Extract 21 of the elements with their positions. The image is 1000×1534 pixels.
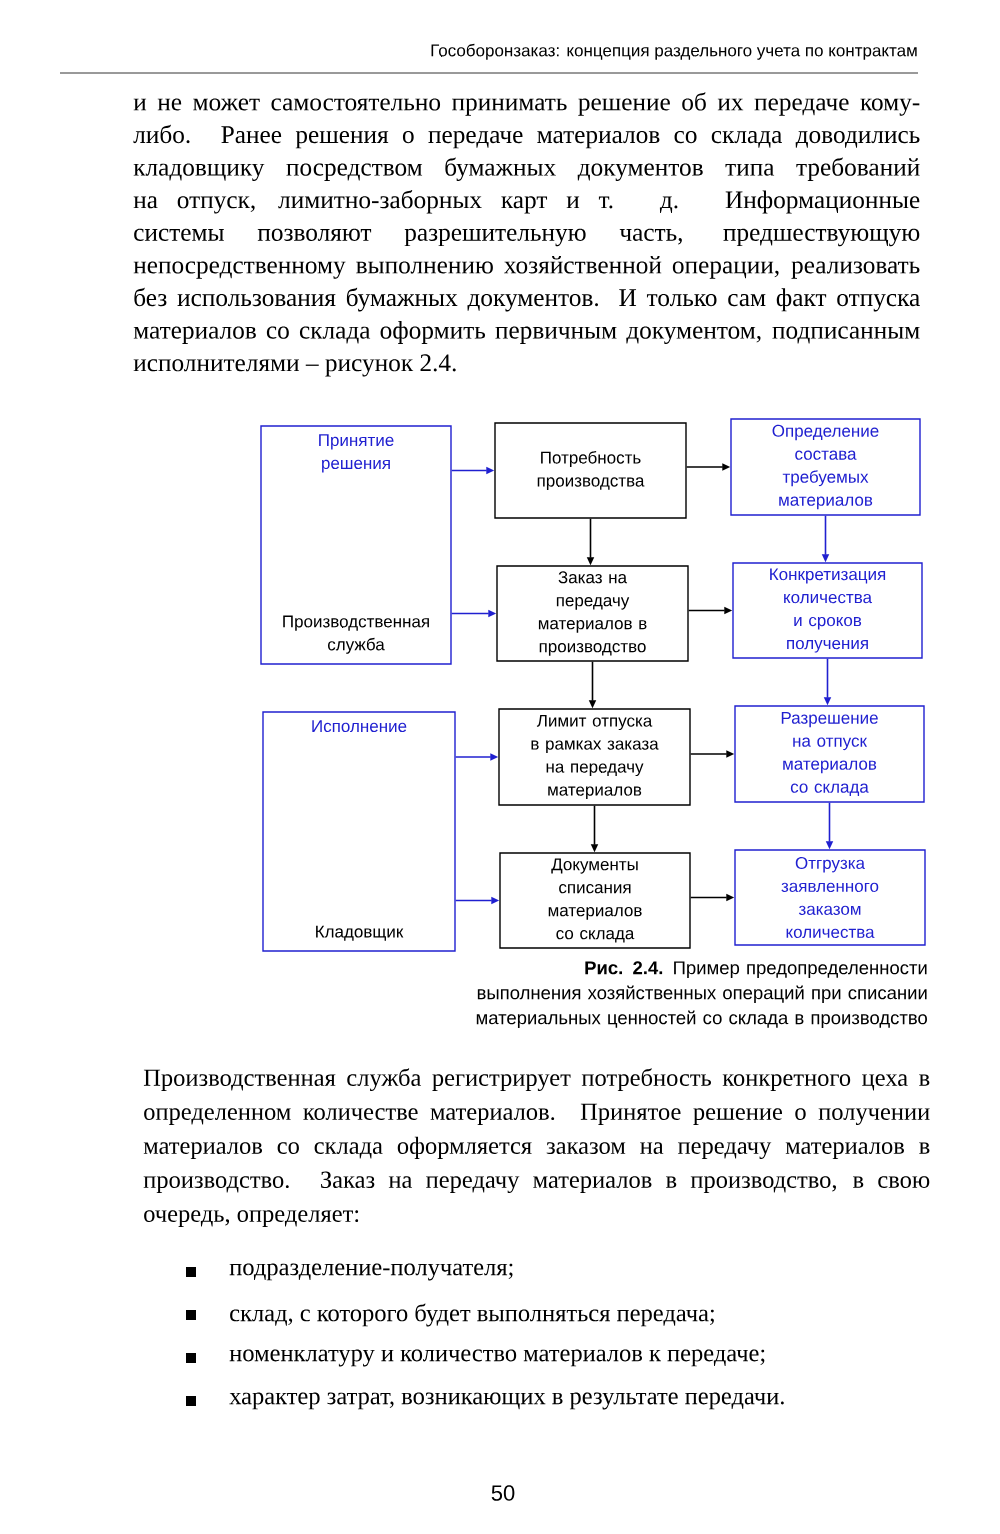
paragraph: Производственная служба регистрирует потребность конкретного цеха в определенном количестве материалов. Принятое решение о получении материалов со склада оформляется заказом на передачу материалов в производство. Заказ на передачу материалов в производство, в свою очередь, определяет:	[143, 1068, 930, 1227]
list-item: подразделение-получателя;	[229, 1263, 513, 1281]
list-item: характер затрат, возникающих в результате передачи.	[229, 1392, 784, 1410]
list-item: номенклатуру и количество материалов к передаче;	[229, 1349, 765, 1367]
list-item: склад, с которого будет выполняться передача;	[230, 1303, 714, 1327]
process-box: Отгрузка заявленного заказом количества	[734, 849, 926, 946]
process-box: Потребность производства	[494, 422, 687, 519]
lane-heading: Исполнение	[312, 720, 407, 733]
process-box: Конкретизация количества и сроков получения	[732, 562, 923, 659]
running-header: Гособоронзаказ: концепция раздельного учета по контрактам	[431, 43, 917, 60]
lane-label: Кладовщик	[316, 925, 404, 941]
figure-caption: Рис. 2.4. Пример предопределенности выполнения хозяйственных операций при списании материальных ценностей со склада в производство	[476, 961, 927, 1028]
process-box: Лимит отпуска в рамках заказа на передачу материалов	[498, 708, 691, 806]
lane-label: Производственная служба	[283, 615, 429, 654]
process-box: Разрешение на отпуск материалов со склада	[734, 705, 925, 803]
page-number: 50	[491, 1485, 515, 1501]
lane-heading: Принятие решения	[319, 434, 394, 473]
paragraph: и не может самостоятельно принимать решение об их передаче кому-либо. Ранее решения о передаче материалов со склада доводились кладовщику посредством бумажных документов типа требований на отпуск, лимитно-заборных карт и т. д. Информационные системы позволяют разрешительную часть, предшествующую непосредственному выполнению хозяйственной операции, реализовать без использования бумажных документов. И только сам факт отпуска материалов со склада оформить первичным документом, подписанным исполнителями – рисунок 2.4.	[133, 92, 920, 377]
process-box: Документы списания материалов со склада	[499, 852, 691, 949]
process-box: Определение состава требуемых материалов	[730, 418, 921, 516]
process-box: Заказ на передачу материалов в производство	[496, 565, 689, 662]
